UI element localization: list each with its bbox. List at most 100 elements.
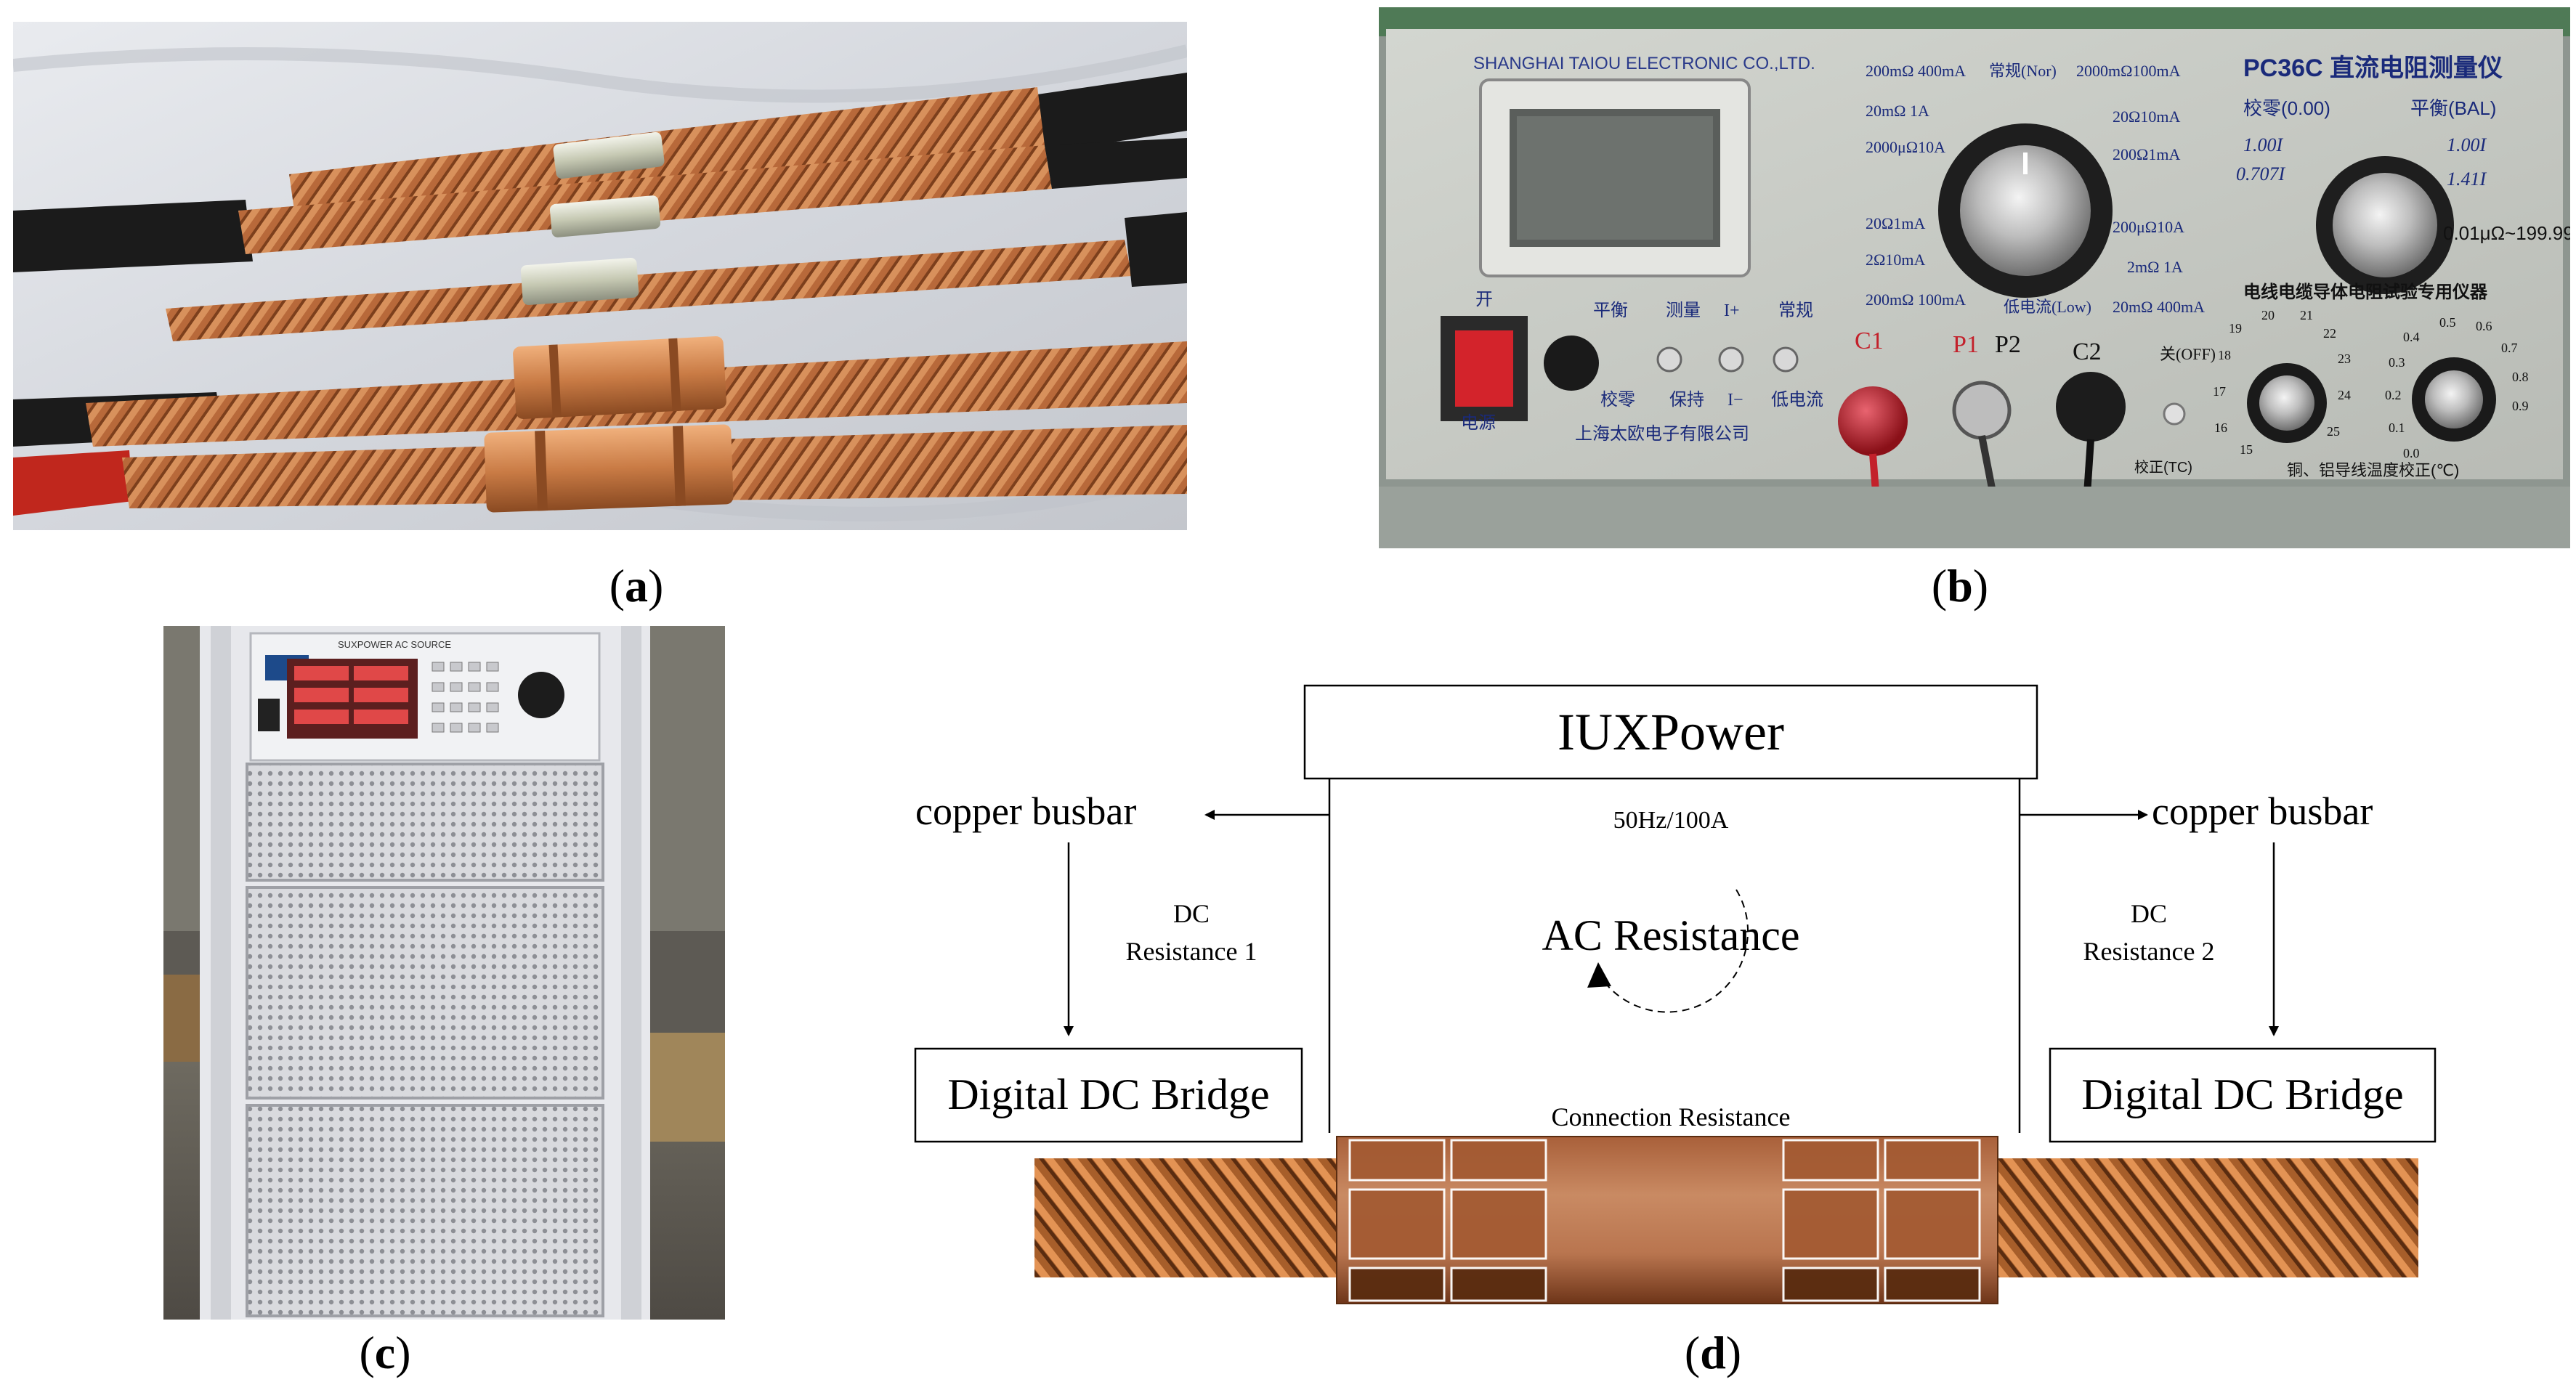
svg-text:0.2: 0.2	[2385, 388, 2402, 402]
p-connector[interactable]	[1952, 381, 2012, 440]
connection-resistance-label: Connection Resistance	[1552, 1102, 1791, 1131]
tc-label: 校正(TC)	[2134, 459, 2192, 476]
cable-5	[13, 424, 1187, 516]
meter-model: PC36C 直流电阻测量仪	[2243, 54, 2503, 82]
right-bridge-label: Digital DC Bridge	[2081, 1070, 2403, 1118]
frequency-current-label: 50Hz/100A	[1613, 807, 1729, 834]
power-switch[interactable]	[1455, 330, 1513, 407]
zero-adjust-knob[interactable]	[1544, 336, 1599, 391]
svg-text:21: 21	[2300, 308, 2313, 322]
temp-correction-label: 铜、铝导线温度校正(℃)	[2287, 461, 2459, 479]
left-dc-label-line2: Resistance 1	[1126, 937, 1257, 966]
switch-labels: 平衡 测量 I+ 常规 校零 保持 I− 低电流	[1593, 301, 1823, 410]
svg-text:24: 24	[2338, 388, 2351, 402]
temp-ticks: 15 16 17 18 19 20 21 22 23 24 25	[2213, 308, 2351, 457]
svg-text:0.0: 0.0	[2403, 446, 2420, 460]
svg-text:测量: 测量	[1666, 301, 1701, 320]
svg-text:1.00I: 1.00I	[2243, 134, 2284, 155]
left-dc-label-line1: DC	[1173, 899, 1210, 928]
ac-resistance-label: AC Resistance	[1542, 911, 1800, 959]
cable-2	[13, 138, 1187, 272]
svg-text:P1: P1	[1953, 331, 1979, 358]
svg-text:20Ω1mA: 20Ω1mA	[1866, 214, 1925, 232]
svg-text:低电流(Low): 低电流(Low)	[2004, 298, 2091, 316]
source-control-knob[interactable]	[518, 672, 564, 718]
cable-1	[289, 73, 1187, 225]
svg-text:25: 25	[2327, 424, 2340, 439]
panel-b-photo: SHANGHAI TAIOU ELECTRONIC CO.,LTD. PC36C…	[1379, 7, 2570, 548]
svg-text:16: 16	[2214, 420, 2227, 435]
measurement-range: 0.01μΩ~199.99Ω	[2443, 222, 2570, 244]
svg-text:0.5: 0.5	[2439, 315, 2456, 330]
ac-power-source-image: SUXPOWER AC SOURCE	[163, 626, 725, 1320]
dc-resistance-meter-image: SHANGHAI TAIOU ELECTRONIC CO.,LTD. PC36C…	[1379, 7, 2570, 548]
terminal-labels: C1 P1 P2 C2 关(OFF)	[1855, 328, 2216, 365]
measurement-setup-diagram: IUXPower 50Hz/100A copper busbar copper …	[914, 684, 2437, 1304]
bal-values: 1.00I 1.00I 0.707I 1.41I	[2236, 134, 2487, 190]
company-name: 上海太欧电子有限公司	[1575, 424, 1749, 444]
panel-c-photo: SUXPOWER AC SOURCE	[163, 626, 725, 1320]
svg-text:200μΩ10A: 200μΩ10A	[2113, 218, 2184, 236]
svg-text:I−: I−	[1728, 391, 1743, 410]
svg-text:22: 22	[2323, 326, 2336, 341]
caption-b: (b)	[1931, 560, 1989, 611]
svg-text:20mΩ 1A: 20mΩ 1A	[1866, 102, 1929, 120]
measure-toggle[interactable]	[1656, 346, 1682, 373]
power-source-label: IUXPower	[1558, 703, 1784, 761]
source-power-switch[interactable]	[258, 699, 280, 731]
svg-text:20: 20	[2261, 308, 2275, 322]
svg-text:23: 23	[2338, 351, 2351, 366]
left-bridge-box	[914, 1047, 1303, 1143]
svg-text:20Ω10mA: 20Ω10mA	[2113, 107, 2180, 126]
power-on-label: 开	[1475, 290, 1493, 309]
svg-text:P2: P2	[1995, 331, 2021, 358]
svg-text:200mΩ 400mA: 200mΩ 400mA	[1866, 62, 1966, 80]
svg-text:20mΩ 400mA: 20mΩ 400mA	[2113, 298, 2205, 316]
svg-text:0.6: 0.6	[2476, 319, 2492, 333]
left-bridge-label: Digital DC Bridge	[947, 1070, 1269, 1118]
svg-text:I+: I+	[1724, 301, 1740, 320]
svg-text:关(OFF): 关(OFF)	[2160, 345, 2216, 363]
svg-text:0.707I: 0.707I	[2236, 163, 2286, 184]
sleeve-segments	[1348, 1139, 1981, 1302]
right-dc-label-line1: DC	[2131, 899, 2167, 928]
svg-text:C2: C2	[2073, 338, 2102, 365]
svg-text:17: 17	[2213, 384, 2226, 399]
svg-text:0.7: 0.7	[2501, 341, 2518, 355]
c2-terminal[interactable]	[2056, 372, 2126, 442]
mode-toggle[interactable]	[1773, 346, 1799, 373]
svg-text:0.9: 0.9	[2512, 399, 2529, 413]
svg-text:0.4: 0.4	[2403, 330, 2420, 344]
svg-text:常规(Nor): 常规(Nor)	[1989, 62, 2057, 80]
svg-text:平衡: 平衡	[1593, 301, 1628, 320]
left-busbar-label: copper busbar	[915, 789, 1136, 833]
cable-4	[13, 336, 1187, 447]
svg-text:1.41I: 1.41I	[2447, 168, 2487, 190]
svg-text:保持: 保持	[1669, 390, 1704, 410]
svg-text:200mΩ 100mA: 200mΩ 100mA	[1866, 290, 1966, 309]
svg-text:常规: 常规	[1778, 301, 1813, 320]
svg-text:0.8: 0.8	[2512, 370, 2529, 384]
source-header: SUXPOWER AC SOURCE	[338, 639, 451, 650]
range-labels: 200mΩ 400mA 常规(Nor) 2000mΩ100mA 20mΩ 1A …	[1866, 62, 2205, 316]
svg-text:18: 18	[2218, 348, 2231, 362]
panel-a-photo	[12, 22, 1189, 530]
svg-text:校零: 校零	[1600, 390, 1635, 410]
svg-text:0.3: 0.3	[2389, 355, 2405, 370]
zero-label: 校零(0.00)	[2243, 97, 2330, 119]
current-toggle[interactable]	[1718, 346, 1744, 373]
svg-text:2mΩ 1A: 2mΩ 1A	[2127, 258, 2183, 276]
svg-text:0.1: 0.1	[2389, 420, 2405, 435]
cable-3	[166, 212, 1187, 341]
svg-text:1.00I: 1.00I	[2447, 134, 2487, 155]
off-button[interactable]	[2163, 402, 2186, 426]
svg-text:15: 15	[2240, 442, 2253, 457]
svg-text:200Ω1mA: 200Ω1mA	[2113, 145, 2180, 163]
right-bridge-box	[2049, 1047, 2437, 1143]
right-busbar-label: copper busbar	[2152, 789, 2373, 833]
c1-terminal[interactable]	[1838, 386, 1908, 456]
coef-ticks: 0.0 0.1 0.2 0.3 0.4 0.5 0.6 0.7 0.8 0.9	[2385, 315, 2529, 460]
meter-subtitle: 电线电缆导体电阻试验专用仪器	[2243, 282, 2488, 302]
caption-c: (c)	[359, 1327, 411, 1378]
svg-text:C1: C1	[1855, 328, 1884, 354]
